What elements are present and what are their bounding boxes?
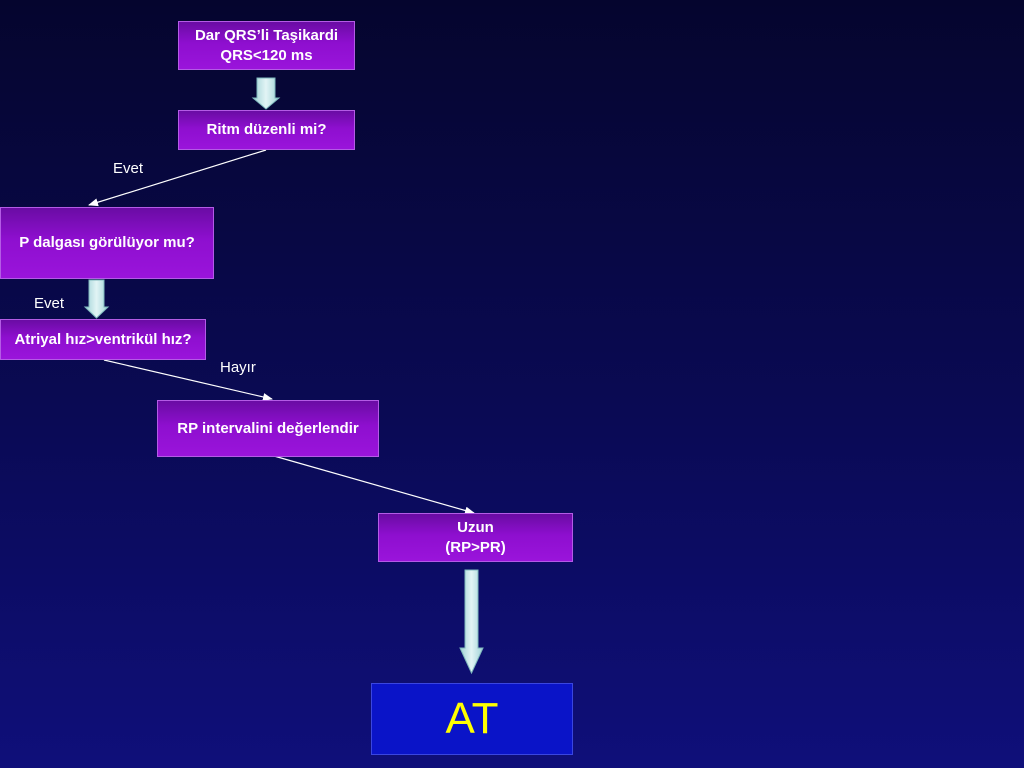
node-uzun-line2: (RP>PR) xyxy=(445,538,506,556)
node-p-dalgasi-text: P dalgası görülüyor mu? xyxy=(19,234,195,251)
block-arrow-qrs-to-ritm xyxy=(251,77,281,110)
edge-label-evet-1: Evet xyxy=(113,160,144,177)
node-at-text: AT xyxy=(445,694,499,743)
node-uzun-rp-pr: Uzun (RP>PR) xyxy=(378,513,573,562)
node-p-dalgasi: P dalgası görülüyor mu? xyxy=(0,207,214,279)
node-rp-interval-text: RP intervalini değerlendir xyxy=(177,419,359,437)
edge-label-evet-2: Evet xyxy=(34,295,65,312)
line-arrow-rp-to-uzun xyxy=(273,455,475,515)
node-atriyal-hiz: Atriyal hız>ventrikül hız? xyxy=(0,319,206,360)
node-dar-qrs-tasikardi: Dar QRS’li Taşikardi QRS<120 ms xyxy=(178,21,355,70)
block-arrow-uzun-to-at xyxy=(459,569,484,675)
node-dar-qrs-line2: QRS<120 ms xyxy=(220,46,313,64)
node-rp-interval: RP intervalini değerlendir xyxy=(157,400,379,457)
node-ritm-duzenli-text: Ritm düzenli mi? xyxy=(206,121,327,138)
edge-label-hayir: Hayır xyxy=(220,359,256,376)
line-arrow-ritm-to-p-dalgasi xyxy=(88,149,267,207)
node-at-result: AT xyxy=(371,683,573,755)
node-atriyal-hiz-text: Atriyal hız>ventrikül hız? xyxy=(14,330,192,348)
block-arrow-p-dalgasi-to-atriyal xyxy=(83,279,110,319)
line-arrow-atriyal-to-rp xyxy=(103,359,273,401)
node-dar-qrs-line1: Dar QRS’li Taşikardi xyxy=(194,26,339,44)
node-uzun-line1: Uzun xyxy=(457,518,494,536)
node-ritm-duzenli: Ritm düzenli mi? xyxy=(178,110,355,150)
